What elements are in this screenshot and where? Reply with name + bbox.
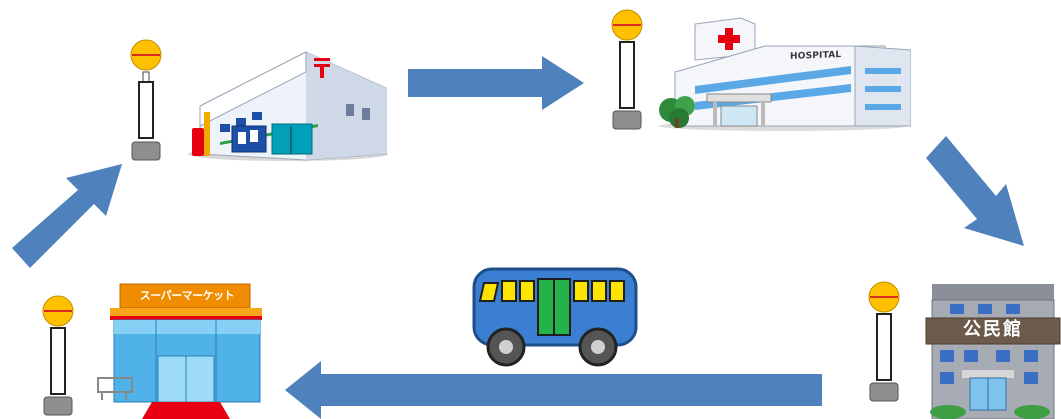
supermarket-sign: スーパーマーケット (139, 289, 235, 302)
bus-stop-supermarket (42, 295, 74, 416)
supermarket-building (97, 283, 262, 419)
hospital-building (659, 17, 911, 131)
community-center-building (925, 284, 1061, 419)
arrow-post-office-to-hospital (408, 56, 584, 110)
arrow-community-center-to-supermarket (285, 361, 822, 419)
arrow-hospital-to-community-center (926, 136, 1024, 246)
community-center-sign: 公民館 (963, 319, 1023, 340)
arrow-supermarket-to-post-office (12, 164, 122, 268)
bus-stop-hospital (611, 9, 643, 130)
hospital-sign: HOSPITAL (790, 50, 842, 62)
post-office-building (188, 51, 388, 161)
bus (472, 267, 638, 367)
bus-stop-community-center (868, 281, 900, 402)
bus-stop-post-office (130, 39, 162, 161)
